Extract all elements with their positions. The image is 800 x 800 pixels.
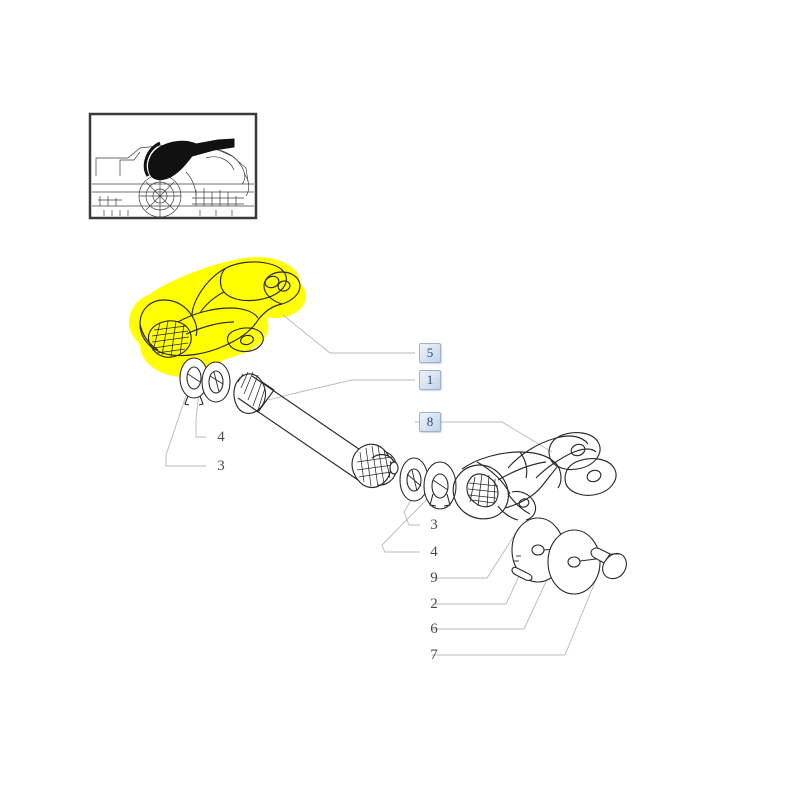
leader-number-right-2: 2 (430, 596, 438, 612)
leader-lines (165, 314, 601, 656)
callout-box-1[interactable]: 1 (419, 370, 441, 390)
part-dowel-pin (511, 566, 533, 581)
leader-number-right-9: 9 (430, 570, 438, 586)
leader-number-left-3: 3 (217, 458, 225, 474)
part-left-lift-arm (139, 261, 301, 358)
inset-highlighted-lever (143, 138, 235, 181)
callout-box-5[interactable]: 5 (419, 343, 441, 363)
leader-number-left-4: 4 (217, 429, 225, 445)
part-bolt (590, 547, 627, 580)
leader-number-right-6: 6 (430, 621, 438, 637)
part-washer-plate (547, 529, 605, 595)
machine-location-thumbnail (88, 112, 258, 220)
part-right-washer (399, 457, 429, 502)
part-left-washer (201, 361, 231, 403)
leader-number-right-4: 4 (430, 544, 438, 560)
part-right-lift-arm (452, 432, 617, 521)
part-left-retaining-ring (179, 357, 209, 406)
part-rockshaft (233, 371, 399, 489)
leader-number-right-7: 7 (430, 647, 438, 663)
leader-number-right-3: 3 (430, 517, 438, 533)
callout-box-8[interactable]: 8 (419, 412, 441, 432)
part-right-retaining-ring (423, 461, 457, 510)
highlight-overlay (129, 257, 306, 377)
